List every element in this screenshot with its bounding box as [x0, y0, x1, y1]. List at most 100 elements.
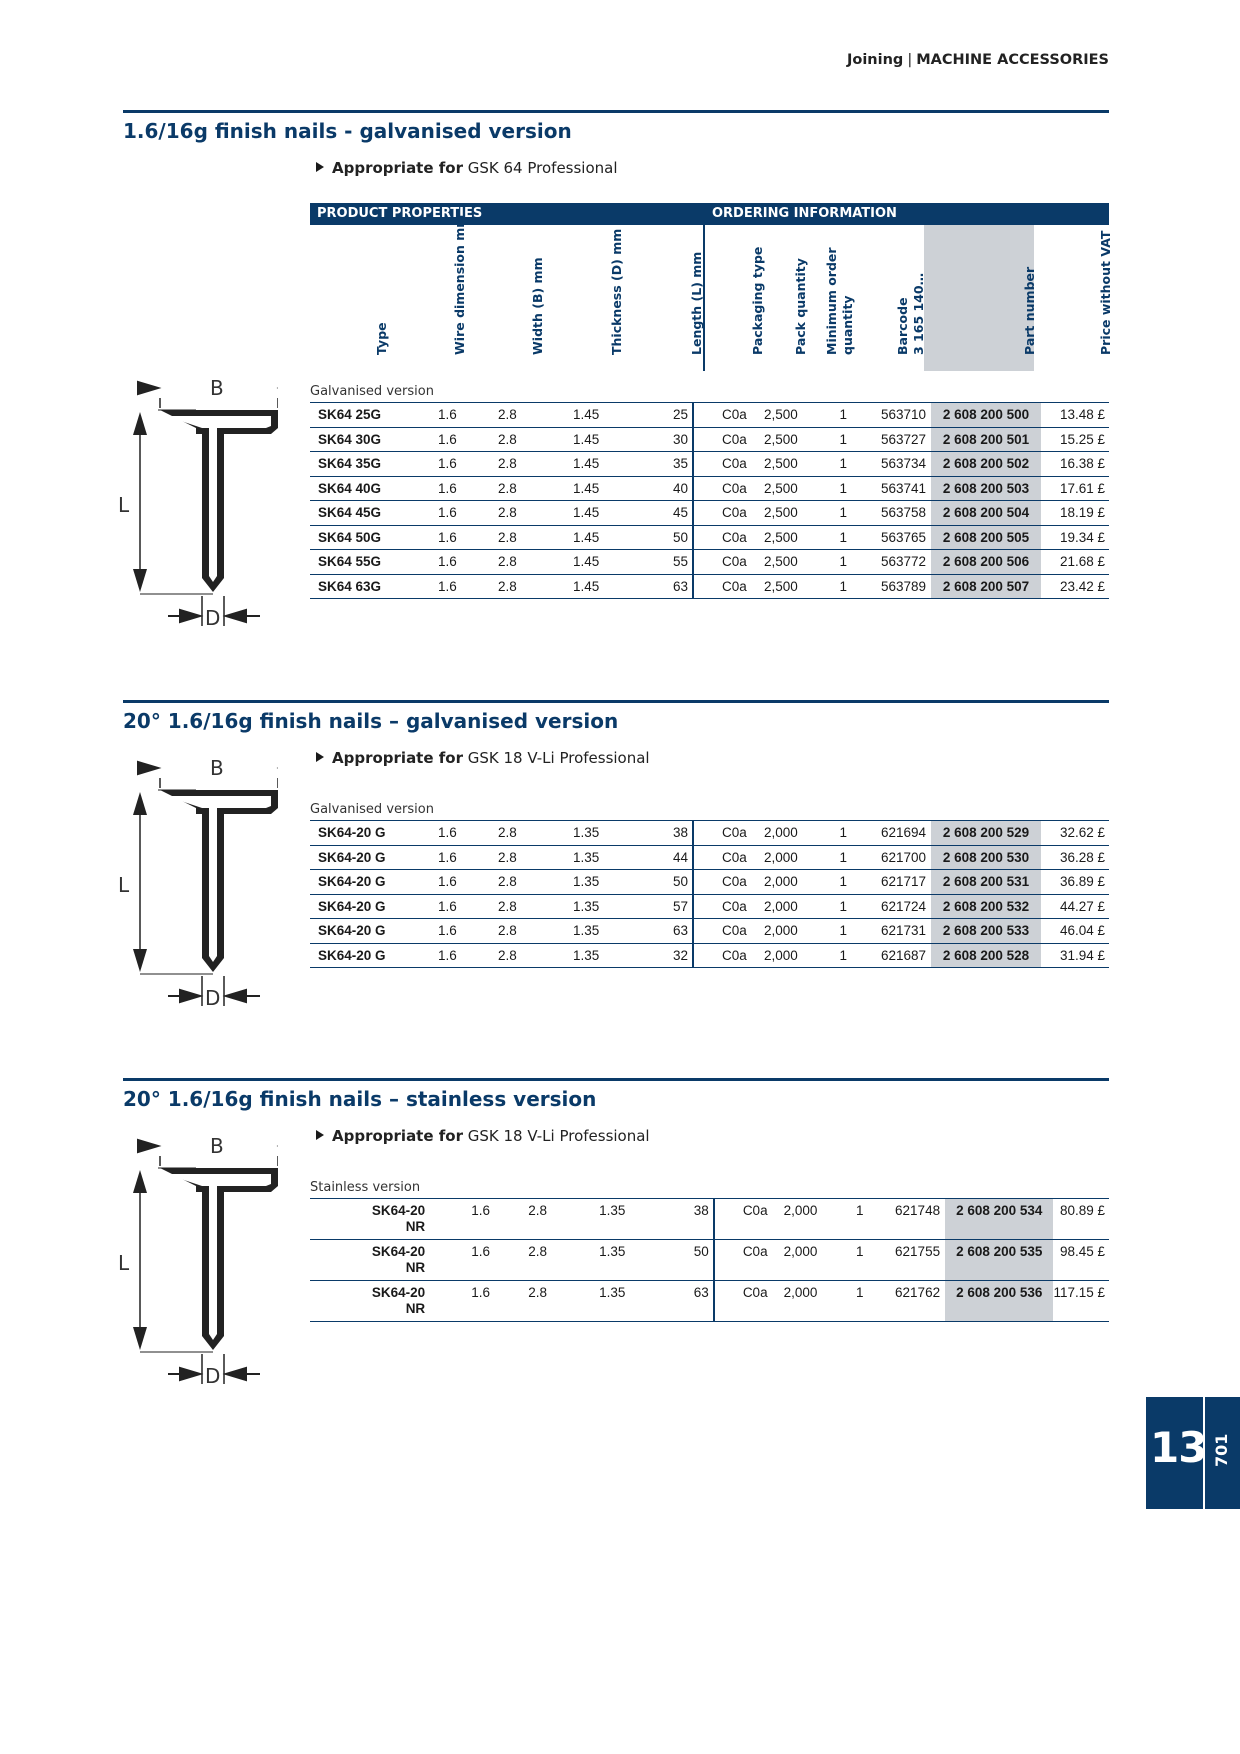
cell-length: 63: [670, 1280, 715, 1322]
cell-qty: 2,000: [783, 1280, 828, 1322]
chapter-number: 13: [1150, 1423, 1207, 1472]
cell-qty: 2,500: [764, 500, 809, 526]
appropriate-value: GSK 18 V-Li Professional: [467, 749, 650, 767]
cell-price: 19.34 £: [1041, 525, 1109, 550]
cell-min: 1: [809, 549, 847, 575]
cell-pkg: C0a: [693, 943, 764, 968]
section-rule: [123, 700, 1109, 703]
cell-barcode: 621717: [847, 869, 931, 895]
dim-d-label: D: [205, 606, 220, 630]
col-part-number: Part number: [1022, 266, 1037, 355]
cell-price: 15.25 £: [1041, 427, 1109, 452]
column-divider: [703, 203, 705, 371]
cell-price: 32.62 £: [1041, 820, 1109, 846]
cell-pkg: C0a: [693, 918, 764, 944]
dim-d-label: D: [205, 986, 220, 1010]
cell-part: 2 608 200 535: [945, 1239, 1054, 1281]
cell-length: 40: [648, 476, 694, 501]
cell-part: 2 608 200 529: [931, 820, 1041, 846]
cell-barcode: 621687: [847, 943, 931, 968]
cell-part: 2 608 200 503: [931, 476, 1041, 501]
cell-pkg: C0a: [693, 500, 764, 526]
cell-part: 2 608 200 504: [931, 500, 1041, 526]
cell-width: 2.8: [498, 869, 573, 895]
cell-qty: 2,500: [764, 525, 809, 550]
cell-width: 2.8: [498, 476, 573, 501]
cell-length: 63: [648, 574, 694, 599]
cell-wire: 1.6: [471, 1239, 529, 1281]
cell-barcode: 621762: [863, 1280, 946, 1322]
cell-barcode: 621748: [863, 1198, 946, 1240]
appropriate-label: Appropriate for: [332, 159, 463, 177]
cell-min: 1: [827, 1198, 864, 1240]
nail-diagram: B L D: [118, 376, 278, 630]
cell-width: 2.8: [498, 918, 573, 944]
triangle-bullet-icon: [316, 1130, 324, 1140]
cell-min: 1: [809, 820, 847, 846]
cell-pkg: C0a: [693, 869, 764, 895]
section-title: 20° 1.6/16g finish nails – galvanised ve…: [123, 709, 619, 733]
cell-part: 2 608 200 530: [931, 845, 1041, 870]
cell-price: 46.04 £: [1041, 918, 1109, 944]
col-min-order-2: quantity: [840, 295, 855, 355]
cell-type-line2: NR: [405, 1219, 426, 1234]
cell-wire: 1.6: [438, 820, 498, 846]
cell-price: 36.28 £: [1041, 845, 1109, 870]
cell-type: SK64 25G: [310, 402, 438, 428]
cell-thickness: 1.35: [573, 820, 648, 846]
group-label: Galvanised version: [310, 384, 434, 399]
cell-length: 38: [670, 1198, 715, 1240]
cell-thickness: 1.45: [573, 500, 648, 526]
cell-width: 2.8: [528, 1239, 600, 1281]
cell-length: 57: [648, 894, 694, 919]
cell-length: 38: [648, 820, 694, 846]
col-length: Length (L) mm: [689, 251, 704, 355]
cell-pkg: C0a: [693, 525, 764, 550]
cell-thickness: 1.45: [573, 574, 648, 599]
header-separator: |: [907, 52, 913, 68]
cell-thickness: 1.35: [573, 894, 648, 919]
col-type: Type: [374, 322, 389, 355]
section-rule: [123, 1078, 1109, 1081]
cell-qty: 2,000: [764, 894, 809, 919]
cell-wire: 1.6: [438, 943, 498, 968]
cell-part: 2 608 200 506: [931, 549, 1041, 575]
cell-type-line2: NR: [405, 1301, 426, 1316]
cell-pkg: C0a: [693, 820, 764, 846]
col-barcode-2: 3 165 140…: [911, 272, 926, 355]
cell-qty: 2,000: [783, 1198, 828, 1240]
cell-length: 55: [648, 549, 694, 575]
cell-type: SK64 45G: [310, 500, 438, 526]
cell-wire: 1.6: [438, 574, 498, 599]
cell-part: 2 608 200 505: [931, 525, 1041, 550]
cell-length: 25: [648, 402, 694, 428]
cell-part: 2 608 200 531: [931, 869, 1041, 895]
nail-diagram: B L D: [118, 756, 278, 1010]
cell-min: 1: [809, 451, 847, 477]
cell-pkg: C0a: [713, 1198, 784, 1240]
cell-type: SK64 30G: [310, 427, 438, 452]
cell-pkg: C0a: [693, 427, 764, 452]
cell-qty: 2,000: [764, 845, 809, 870]
cell-min: 1: [809, 918, 847, 944]
ordering-information-bar: ORDERING INFORMATION: [705, 203, 1109, 225]
cell-wire: 1.6: [438, 476, 498, 501]
cell-min: 1: [809, 845, 847, 870]
appropriate-label: Appropriate for: [332, 749, 463, 767]
cell-qty: 2,000: [764, 943, 809, 968]
cell-barcode: 563765: [847, 525, 931, 550]
cell-qty: 2,500: [764, 574, 809, 599]
cell-part: 2 608 200 500: [931, 402, 1041, 428]
cell-part: 2 608 200 534: [945, 1198, 1054, 1240]
cell-type-line1: SK64-20: [371, 1203, 426, 1218]
cell-part: 2 608 200 507: [931, 574, 1041, 599]
cell-pkg: C0a: [693, 549, 764, 575]
